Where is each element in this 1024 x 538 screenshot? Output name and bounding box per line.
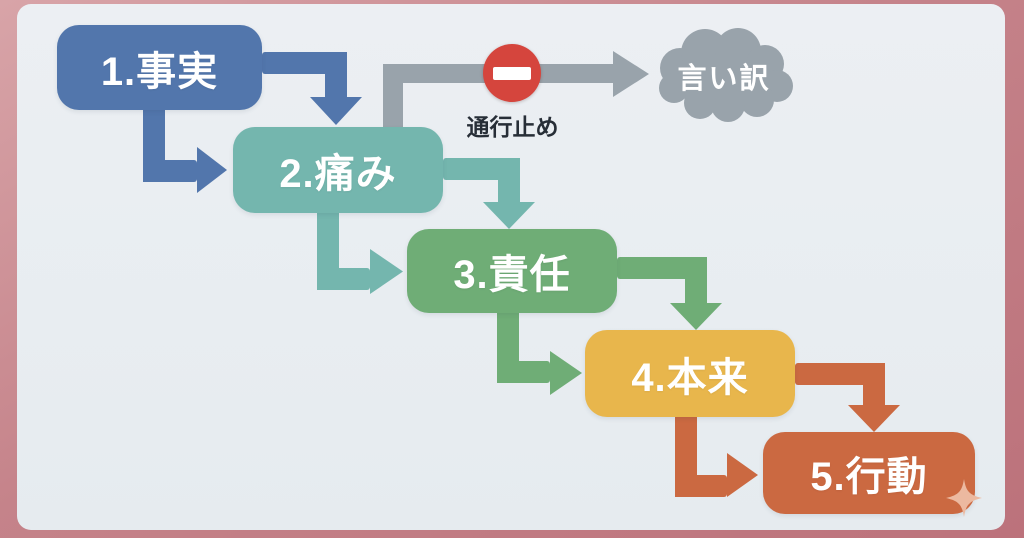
detour-arrowhead-right-icon: [613, 51, 649, 97]
arrow-3-to-4-top-horizontal: [617, 257, 707, 279]
no-entry-sign-icon: [483, 44, 541, 102]
arrow-4-to-5-arrowhead-down-icon: [848, 405, 900, 432]
step-box-1-fact: 1.事実: [57, 25, 262, 110]
road-closed-label: 通行止め: [466, 114, 559, 140]
arrow-3-to-4-arrowhead-down-icon: [670, 303, 722, 330]
arrow-1-to-2-arrowhead-right-icon: [197, 147, 227, 193]
arrow-4-to-5-top-vertical: [863, 363, 885, 405]
arrow-2-to-3-arrowhead-down-icon: [483, 202, 535, 229]
step-box-2-pain: 2.痛み: [233, 127, 443, 213]
arrow-2-to-3-side-horizontal: [317, 268, 370, 290]
arrow-4-to-5-arrowhead-right-icon: [727, 453, 758, 497]
arrow-3-to-4-top-vertical: [685, 257, 707, 303]
step-label-4: 4.本来: [631, 355, 749, 400]
excuse-cloud-icon: [659, 28, 793, 122]
sparkle-icon: [946, 479, 982, 517]
step-box-5-action: 5.行動: [763, 432, 975, 514]
arrow-4-to-5-side-horizontal: [675, 475, 727, 497]
step-box-4-true-self: 4.本来: [585, 330, 795, 417]
step-label-5: 5.行動: [810, 455, 928, 499]
step-label-1: 1.事実: [100, 49, 219, 94]
step-box-3-responsibility: 3.責任: [407, 229, 617, 313]
arrow-1-to-2-arrowhead-down-icon: [310, 97, 362, 125]
arrow-2-to-3-top-vertical: [498, 158, 520, 202]
arrow-2-to-3-arrowhead-right-icon: [370, 249, 403, 294]
arrow-1-to-2-top-vertical: [325, 52, 347, 97]
excuse-cloud-label: 言い訳: [677, 63, 771, 95]
arrow-3-to-4-side-horizontal: [497, 361, 550, 383]
arrow-1-to-2-side-horizontal: [143, 160, 197, 182]
arrow-4-to-5-top-horizontal: [795, 363, 885, 385]
step-label-2: 2.痛み: [279, 152, 397, 196]
step-label-3: 3.責任: [453, 253, 571, 297]
no-entry-bar-icon: [493, 66, 531, 80]
arrow-3-to-4-arrowhead-right-icon: [550, 351, 582, 395]
